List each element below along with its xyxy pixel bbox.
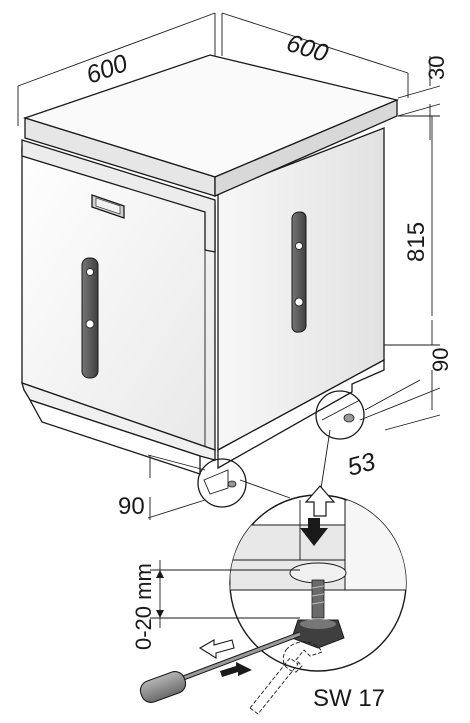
foot-detail-circles xyxy=(197,390,365,508)
label-adjust-range: 0-20 mm xyxy=(131,563,156,650)
dimension-lines-bottom-left xyxy=(147,454,206,520)
label-foot-inset: 53 xyxy=(344,448,378,482)
zoom-detail xyxy=(229,429,407,672)
label-foot-height-left: 90 xyxy=(118,493,145,520)
dimension-lines-right xyxy=(359,115,441,431)
wrench-icon xyxy=(249,641,323,715)
side-handle xyxy=(291,211,307,333)
arrow-up-icon xyxy=(304,485,336,517)
label-foot-height-right: 90 xyxy=(428,348,453,372)
arrow-right-icon xyxy=(220,662,252,677)
label-top-thickness: 30 xyxy=(424,56,449,80)
right-foot-detail-circle xyxy=(315,390,365,440)
worktop xyxy=(22,54,400,197)
dimension-lines-top xyxy=(17,12,441,140)
arrow-left-icon xyxy=(198,639,235,659)
label-width-front: 600 xyxy=(82,49,131,90)
dishwasher-front-door xyxy=(21,139,216,475)
arrow-down-icon xyxy=(300,518,328,546)
dimension-adjust-range xyxy=(150,560,300,628)
label-wrench-size: SW 17 xyxy=(313,685,385,712)
screwdriver-icon xyxy=(139,631,301,703)
label-depth-side: 600 xyxy=(283,29,331,68)
label-height-body: 815 xyxy=(403,222,430,262)
front-handle xyxy=(81,257,99,379)
dishwasher-side-panel xyxy=(217,127,385,470)
left-foot-detail-circle xyxy=(197,458,247,508)
